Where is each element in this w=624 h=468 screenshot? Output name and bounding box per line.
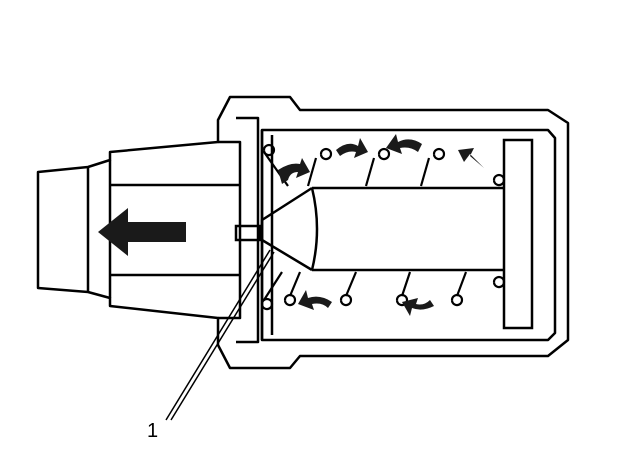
hose-barb bbox=[36, 95, 570, 370]
plunger bbox=[234, 186, 504, 272]
spring bbox=[260, 143, 506, 311]
curved-arrow-icon bbox=[336, 138, 368, 158]
curved-arrow-icon bbox=[402, 298, 434, 316]
callout-leader-line bbox=[170, 251, 275, 421]
curved-arrow-icon bbox=[458, 148, 484, 168]
callout-label-1: 1 bbox=[147, 420, 158, 442]
curved-arrow-icon bbox=[298, 290, 332, 310]
plunger-cone bbox=[260, 186, 313, 272]
spring-coil bbox=[260, 271, 506, 311]
curved-arrow-icon bbox=[278, 158, 310, 184]
plunger-tip bbox=[234, 224, 262, 242]
flange-step bbox=[236, 116, 260, 344]
left-arrow-icon bbox=[98, 208, 186, 256]
end-plug bbox=[502, 138, 534, 330]
callout-leader-line bbox=[165, 249, 271, 421]
internal-flow-arrows bbox=[278, 134, 484, 316]
curved-arrow-icon bbox=[386, 134, 422, 154]
